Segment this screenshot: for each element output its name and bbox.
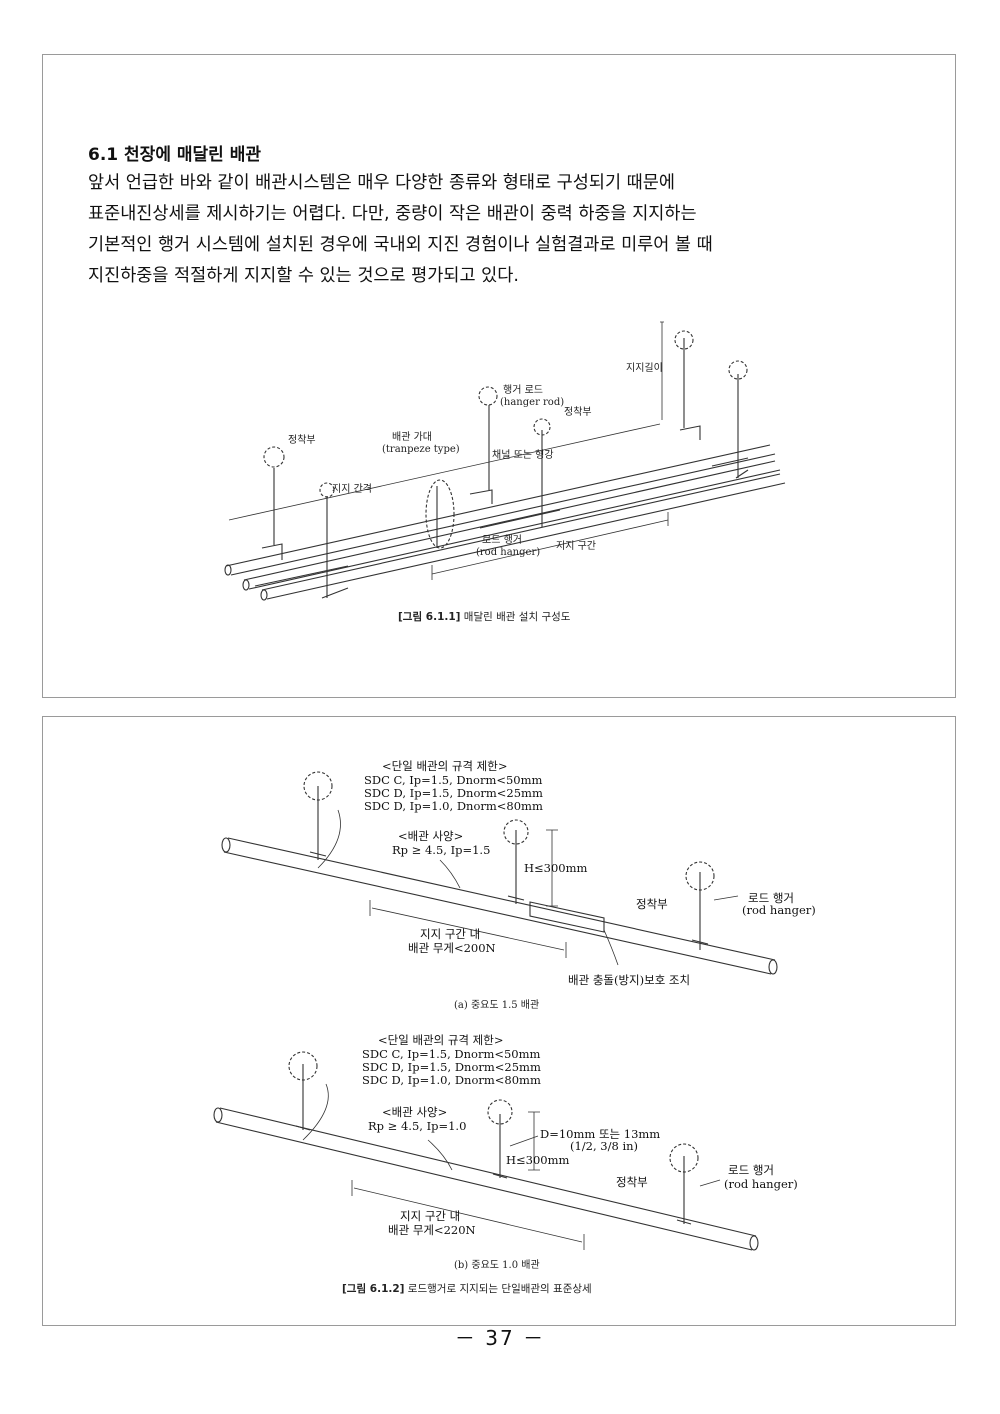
label-rod-hanger-kr: 로드 행거: [748, 891, 794, 905]
section-paragraph: 앞서 언급한 바와 같이 배관시스템은 매우 다양한 종류와 형태로 구성되기 …: [88, 168, 888, 292]
limit-line: SDC C, Ip=1.5, Dnorm<50mm: [364, 773, 543, 787]
pipe: [261, 473, 786, 600]
paragraph-line: 표준내진상세를 제시하기는 어렵다. 다만, 중량이 작은 배관이 중력 하중을…: [88, 204, 697, 224]
label-rod-hanger-en: (rod hanger): [742, 903, 816, 917]
label-rod-hanger-en: (rod hanger): [724, 1177, 798, 1191]
label-trapeze-kr: 배관 가대: [392, 431, 432, 443]
spec-title: <배관 사양>: [382, 1105, 447, 1119]
figure-caption: [그림 6.1.2] 로드행거로 지지되는 단일배관의 표준상세: [342, 1282, 592, 1295]
weight-line: 배관 무게<200N: [408, 941, 496, 955]
label-hanger-rod-kr: 행거 로드: [503, 384, 543, 396]
pipe: [223, 837, 776, 975]
limit-line: SDC D, Ip=1.0, Dnorm<80mm: [362, 1073, 541, 1087]
label-support-span: 지지 구간: [556, 540, 596, 552]
limit-line: SDC D, Ip=1.0, Dnorm<80mm: [364, 799, 543, 813]
limit-line: SDC D, Ip=1.5, Dnorm<25mm: [364, 786, 543, 800]
label-hanger-rod-en: (hanger rod): [500, 397, 564, 408]
paragraph-line: 지진하중을 적절하게 지지할 수 있는 것으로 평가되고 있다.: [88, 266, 519, 286]
limit-line: SDC C, Ip=1.5, Dnorm<50mm: [362, 1047, 541, 1061]
weight-line: 지지 구간 내: [400, 1209, 460, 1223]
label-anchor: 정착부: [616, 1175, 648, 1189]
limit-line: SDC D, Ip=1.5, Dnorm<25mm: [362, 1060, 541, 1074]
figure-6-1-1: 정착부 지지 간격 배관 가대 (tranpeze type) 행거 로드 (h…: [224, 321, 786, 623]
figure-caption: [그림 6.1.1] 매달린 배관 설치 구성도: [398, 611, 571, 623]
label-protection: 배관 충돌(방지)보호 조치: [568, 973, 690, 987]
weight-line: 지지 구간 내: [420, 927, 480, 941]
label-anchor-left: 정착부: [288, 434, 316, 446]
height-limit: H≤300mm: [506, 1153, 570, 1167]
spec-value: Rp ≥ 4.5, Ip=1.5: [392, 843, 490, 857]
limit-title: <단일 배관의 규격 제한>: [378, 1033, 503, 1047]
label-rod-hanger-kr: 로드 행거: [728, 1163, 774, 1177]
diameter: D=10mm 또는 13mm: [540, 1127, 660, 1141]
weight-line: 배관 무게<220N: [388, 1223, 476, 1237]
pipe: [225, 444, 776, 576]
label-channel: 채널 또는 형강: [492, 449, 554, 461]
section-heading: 6.1 천장에 매달린 배관: [88, 145, 261, 165]
label-rod-hanger-kr: 로드 행거: [482, 534, 522, 546]
label-anchor-mid: 정착부: [564, 406, 592, 418]
spec-title: <배관 사양>: [398, 829, 463, 843]
pipe: [215, 1107, 757, 1251]
height-limit: H≤300mm: [524, 861, 588, 875]
label-support-spacing: 지지 간격: [332, 482, 372, 495]
sub-caption: (a) 중요도 1.5 배관: [454, 999, 539, 1011]
label-trapeze-en: (tranpeze type): [382, 444, 460, 455]
sub-caption: (b) 중요도 1.0 배관: [454, 1259, 540, 1271]
label-rod-hanger-en: (rod hanger): [476, 547, 540, 558]
limit-title: <단일 배관의 규격 제한>: [382, 759, 507, 773]
paragraph-line: 기본적인 행거 시스템에 설치된 경우에 국내외 지진 경험이나 실험결과로 미…: [88, 235, 713, 255]
diameter-inch: (1/2, 3/8 in): [570, 1139, 638, 1153]
paragraph-line: 앞서 언급한 바와 같이 배관시스템은 매우 다양한 종류와 형태로 구성되기 …: [88, 173, 675, 193]
label-support-length: 지지길이: [626, 361, 663, 374]
label-anchor: 정착부: [636, 897, 668, 911]
page-frame-top: [42, 54, 956, 698]
page-frame-bottom: [42, 716, 956, 1326]
pipe: [243, 460, 781, 590]
page-number: － 37 －: [454, 1326, 546, 1350]
spec-value: Rp ≥ 4.5, Ip=1.0: [368, 1119, 466, 1133]
